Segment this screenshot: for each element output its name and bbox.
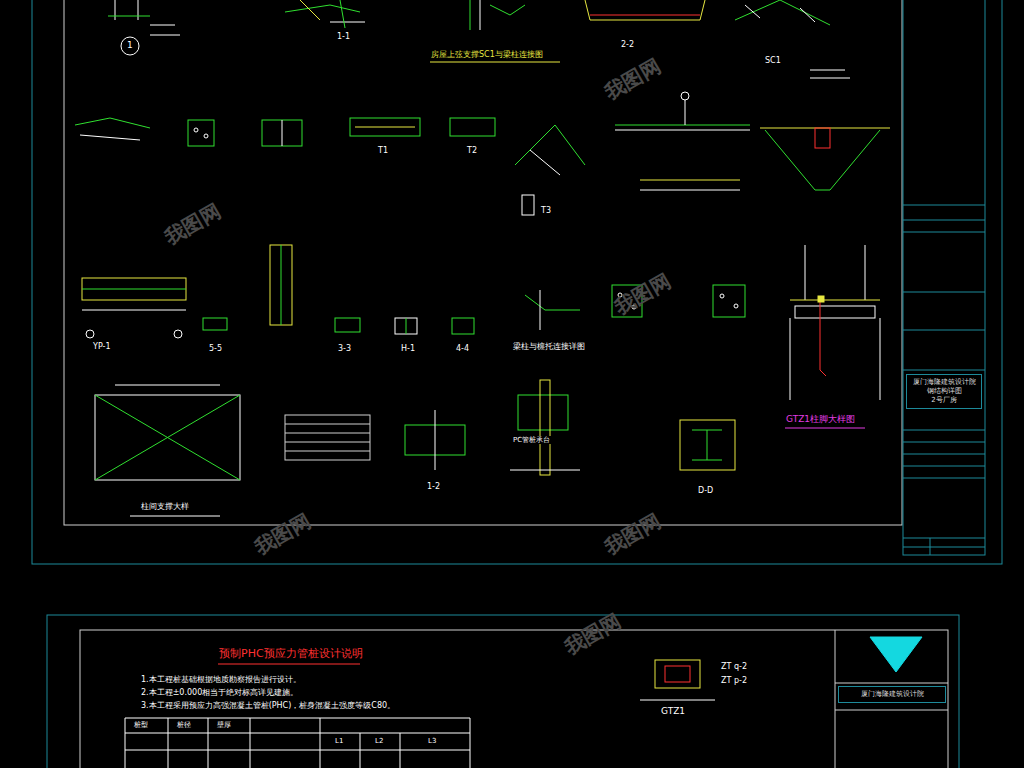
detail-title: 梁柱与檩托连接详图	[512, 342, 586, 351]
table-cell: L1	[334, 737, 344, 745]
watermark: 我图网	[160, 199, 225, 250]
part-name: T2	[466, 146, 478, 155]
cell-text: 厦门海隆建筑设计院	[910, 378, 978, 387]
watermark: 我图网	[560, 609, 625, 660]
section-mark: H-1	[400, 344, 416, 353]
table-cell: 桩径	[176, 721, 192, 729]
part-name: SC1	[764, 56, 782, 65]
section-mark: 1-1	[336, 32, 351, 41]
detail-title: PC管桩承台	[512, 436, 551, 444]
note-line: 1.本工程桩基础根据地质勘察报告进行设计。	[140, 675, 302, 684]
notes-title: 预制PHC预应力管桩设计说明	[218, 648, 364, 661]
part-name: YP-1	[92, 342, 112, 351]
table-cell: 桩型	[133, 721, 149, 729]
part-name: T3	[540, 206, 552, 215]
note-line: 2.本工程±0.000相当于绝对标高详见建施。	[140, 688, 299, 697]
section-mark: ZT q-2	[720, 662, 748, 671]
section-mark: D-D	[697, 486, 714, 495]
section-mark: 3-3	[337, 344, 352, 353]
table-cell: L3	[427, 737, 437, 745]
section-mark: 2-2	[620, 40, 635, 49]
detail-title: 房屋上弦支撑SC1与梁柱连接图	[430, 50, 544, 59]
watermark: 我图网	[250, 509, 315, 560]
cell-text: 厦门海隆建筑设计院	[842, 690, 942, 699]
detail-title: GTZ1柱脚大样图	[785, 414, 856, 424]
watermark: 我图网	[600, 54, 665, 105]
part-name: T1	[377, 146, 389, 155]
section-mark: 4-4	[455, 344, 470, 353]
watermark: 我图网	[610, 269, 675, 320]
cell-text: 2号厂房	[910, 396, 978, 405]
detail-title: 柱间支撑大样	[140, 502, 190, 511]
cell-text: 钢结构详图	[910, 387, 978, 396]
part-name: GTZ1	[660, 706, 686, 716]
table-cell: 壁厚	[216, 721, 232, 729]
table-cell: L2	[374, 737, 384, 745]
section-mark: 5-5	[208, 344, 223, 353]
title-block-cell: 厦门海隆建筑设计院	[838, 686, 946, 703]
callout-number: 1	[126, 40, 134, 50]
watermark: 我图网	[600, 509, 665, 560]
section-mark: 1-2	[426, 482, 441, 491]
note-line: 3.本工程采用预应力高强混凝土管桩(PHC)，桩身混凝土强度等级C80。	[140, 701, 396, 710]
section-mark: ZT p-2	[720, 676, 748, 685]
title-block-cell: 厦门海隆建筑设计院钢结构详图2号厂房	[906, 374, 982, 409]
